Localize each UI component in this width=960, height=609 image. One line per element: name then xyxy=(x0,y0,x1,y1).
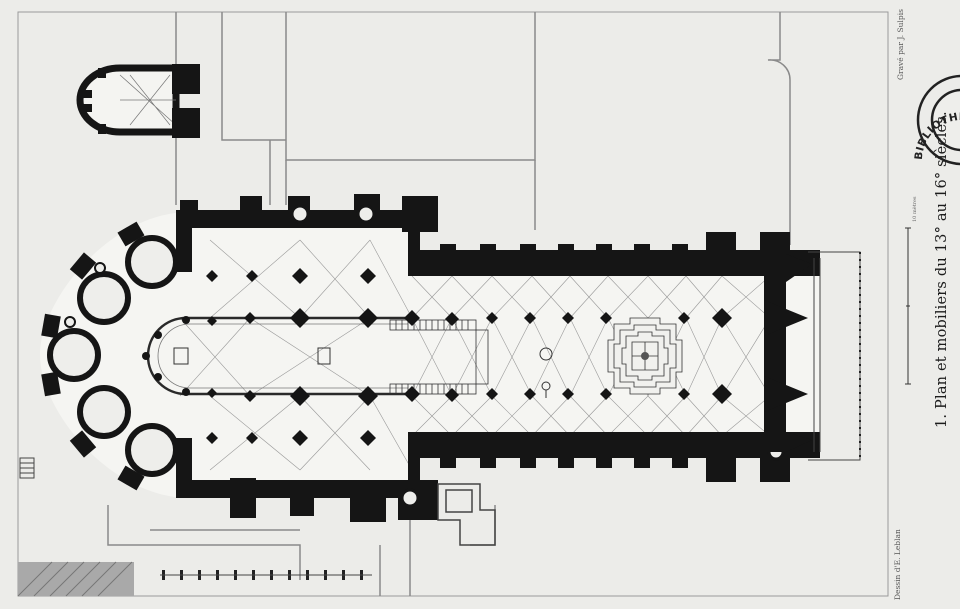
labyrinth xyxy=(607,317,683,395)
nave-and-choir-floor xyxy=(40,212,820,498)
aisle-piers xyxy=(206,268,420,446)
plate-title: 1. Plan et mobiliers du 13° au 16° siècl… xyxy=(934,111,950,428)
detached-chapel xyxy=(76,64,200,138)
plate-border xyxy=(17,11,889,597)
chapel-buttress-blocks xyxy=(41,221,145,491)
scale-bar xyxy=(905,227,911,385)
row-of-posts xyxy=(160,570,372,580)
west-steps xyxy=(808,251,861,461)
nave-piers xyxy=(445,308,732,404)
choir-stalls xyxy=(389,319,489,395)
hatched-area xyxy=(17,561,134,597)
south-sacristy xyxy=(437,483,496,546)
scale-label: 10 mètres xyxy=(912,196,918,222)
west-facade xyxy=(764,252,812,452)
small-stair-left xyxy=(19,457,35,479)
engraver-credit: Gravé par J. Sulpis xyxy=(896,9,905,80)
altar-furnishings xyxy=(173,347,553,398)
drafter-credit: Dessin d'E. Leblan xyxy=(893,529,902,600)
choir-piers xyxy=(142,308,378,406)
